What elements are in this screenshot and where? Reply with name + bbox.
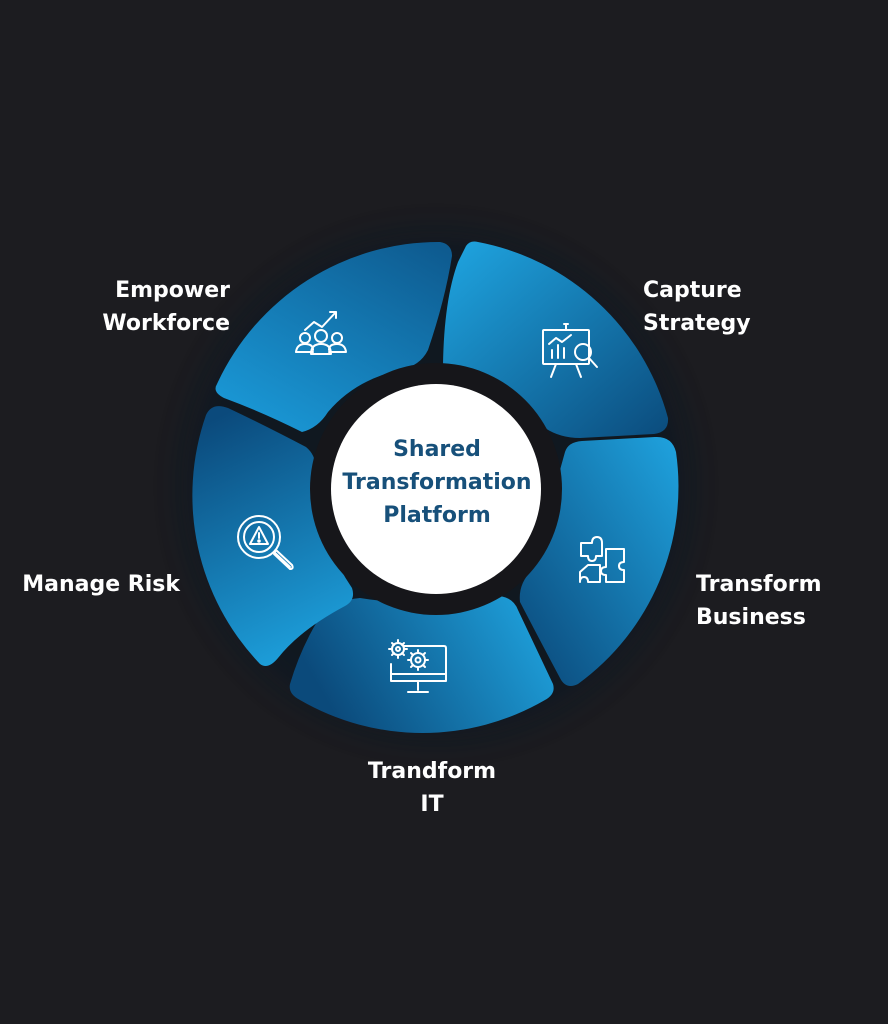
label-transform-business: Transform Business [696,568,876,634]
label-line: Empower [115,278,230,303]
segment-empower-workforce [215,241,452,432]
label-transform-it: Trandform IT [342,755,522,821]
label-manage-risk: Manage Risk [10,568,180,601]
center-title-line: Transformation [342,470,532,495]
center-title: Shared Transformation Platform [329,433,545,532]
label-line: Transform [696,572,822,597]
label-line: Capture [643,278,742,303]
presentation-chart-magnifier-icon [542,323,598,378]
team-growth-icon [295,311,347,355]
center-title-line: Shared [393,437,481,462]
label-line: Strategy [643,311,751,336]
segment-transform-it [289,595,554,733]
center-title-line: Platform [383,503,491,528]
label-line: Business [696,605,806,630]
puzzle-icon [579,536,625,583]
warning-magnifier-icon [237,515,294,570]
label-line: Trandform [367,759,497,784]
label-empower-workforce: Empower Workforce [80,274,230,340]
label-line: Manage Risk [22,572,180,597]
label-capture-strategy: Capture Strategy [643,274,803,340]
label-line: IT [420,792,444,817]
label-line: Workforce [102,311,230,336]
center-circle [331,384,541,594]
monitor-gears-icon [388,639,447,693]
